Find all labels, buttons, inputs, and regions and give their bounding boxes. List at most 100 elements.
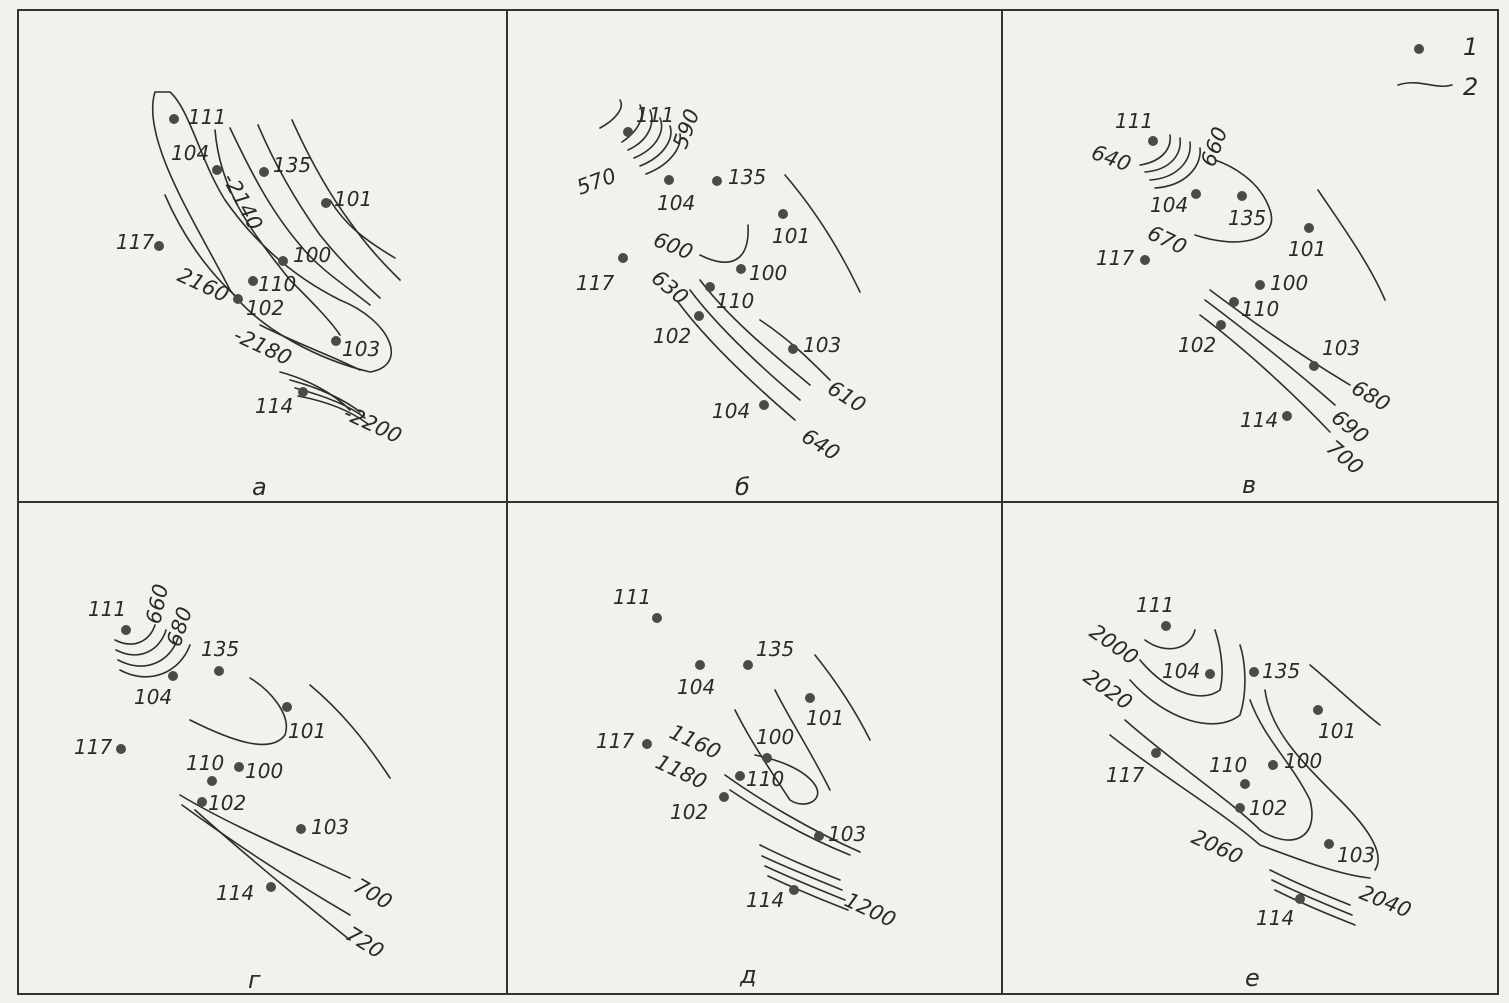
contour-line	[1274, 889, 1356, 926]
well-label: 102	[1178, 333, 1216, 357]
well-dot	[1237, 191, 1247, 201]
contour-line	[1204, 299, 1336, 406]
well-label: 110	[186, 751, 224, 775]
well-dot	[168, 671, 178, 681]
contour-label: 680	[1348, 376, 1395, 417]
contour-label: 610	[823, 376, 870, 418]
well-label: 104	[171, 141, 209, 165]
contour-line	[599, 99, 622, 129]
well-label: 110	[716, 289, 754, 313]
contour-line	[115, 629, 167, 656]
well-dot	[1229, 297, 1239, 307]
legend-contour-symbol	[1397, 81, 1453, 87]
contour-line	[164, 194, 241, 301]
contour-line	[699, 279, 811, 386]
well-label: 114	[746, 888, 784, 912]
well-label: 102	[246, 296, 284, 320]
contour-label: 600	[650, 227, 696, 264]
well-label: 111	[188, 105, 226, 129]
well-label: 114	[255, 394, 293, 418]
contour-line	[689, 289, 801, 401]
contour-label: 670	[1144, 221, 1190, 260]
contour-line	[117, 637, 179, 667]
well-dot	[1313, 705, 1323, 715]
panel-caption: д	[739, 961, 757, 989]
well-dot	[214, 666, 224, 676]
well-dot	[652, 613, 662, 623]
well-dot	[778, 209, 788, 219]
contour-line	[677, 301, 796, 421]
well-label: 135	[1228, 206, 1266, 230]
well-label: 117	[576, 271, 614, 295]
well-label: 100	[293, 243, 331, 267]
contour-line	[1271, 879, 1353, 916]
contour-line	[309, 684, 391, 779]
well-dot	[321, 198, 331, 208]
contour-line	[1124, 699, 1313, 841]
contour-line	[1154, 147, 1201, 189]
contour-line	[774, 689, 831, 791]
well-label: 101	[334, 187, 372, 211]
well-label: 102	[653, 324, 691, 348]
well-dot	[1191, 189, 1201, 199]
well-dot	[212, 165, 222, 175]
well-dot	[1151, 748, 1161, 758]
well-label: 102	[670, 800, 708, 824]
well-label: 135	[728, 165, 766, 189]
panel-b: 111 135 104 101 117 100 110 102 103 104 …	[574, 99, 870, 501]
well-label: 100	[245, 759, 283, 783]
contour-label: 630	[647, 265, 693, 309]
contour-line	[1194, 159, 1273, 243]
panel-d: 111 135 104 101 117 110 100 102 103 114 …	[74, 582, 396, 994]
well-dot	[1309, 361, 1319, 371]
contour-line	[767, 875, 849, 911]
well-dot	[1255, 280, 1265, 290]
well-label: 104	[134, 685, 172, 709]
well-dot	[1304, 223, 1314, 233]
well-label: 117	[74, 735, 112, 759]
contour-line	[1129, 644, 1246, 725]
well-dot	[169, 114, 179, 124]
contour-line	[1109, 734, 1371, 879]
legend-well-symbol	[1414, 44, 1424, 54]
contour-label: 2060	[1188, 825, 1247, 869]
panel-caption: е	[1245, 964, 1260, 992]
well-label: 111	[1115, 109, 1153, 133]
well-dot	[234, 762, 244, 772]
well-dot	[233, 294, 243, 304]
well-dot	[298, 387, 308, 397]
well-dot	[1161, 621, 1171, 631]
well-dot	[259, 167, 269, 177]
contour-label: -2140	[218, 169, 268, 234]
well-label: 103	[1322, 336, 1360, 360]
well-label: 135	[756, 637, 794, 661]
contour-line	[1209, 289, 1351, 386]
contour-label: -2180	[230, 323, 295, 371]
panel-a: 111 104 135 101 117 100 110 102 103 114 …	[116, 91, 405, 501]
well-label: 104	[1162, 659, 1200, 683]
contour-line	[1149, 141, 1191, 181]
contour-line	[699, 224, 749, 263]
well-label: 117	[596, 729, 634, 753]
well-label: 117	[116, 230, 154, 254]
well-label: 101	[1318, 719, 1356, 743]
contour-line	[814, 654, 871, 741]
contour-line	[761, 855, 843, 891]
well-label: 114	[1240, 408, 1278, 432]
panel-caption: г	[248, 966, 261, 994]
contour-line	[734, 709, 819, 805]
contour-line	[1317, 189, 1386, 301]
well-dot	[623, 127, 633, 137]
well-label: 103	[311, 815, 349, 839]
contour-line	[229, 127, 371, 306]
well-dot	[1148, 136, 1158, 146]
contour-line	[759, 319, 831, 381]
contour-label: 720	[341, 922, 388, 964]
well-dot	[1324, 839, 1334, 849]
well-label: 104	[677, 675, 715, 699]
contour-line	[151, 91, 392, 373]
well-label: 110	[746, 767, 784, 791]
well-dot	[705, 282, 715, 292]
contour-line	[329, 199, 396, 259]
